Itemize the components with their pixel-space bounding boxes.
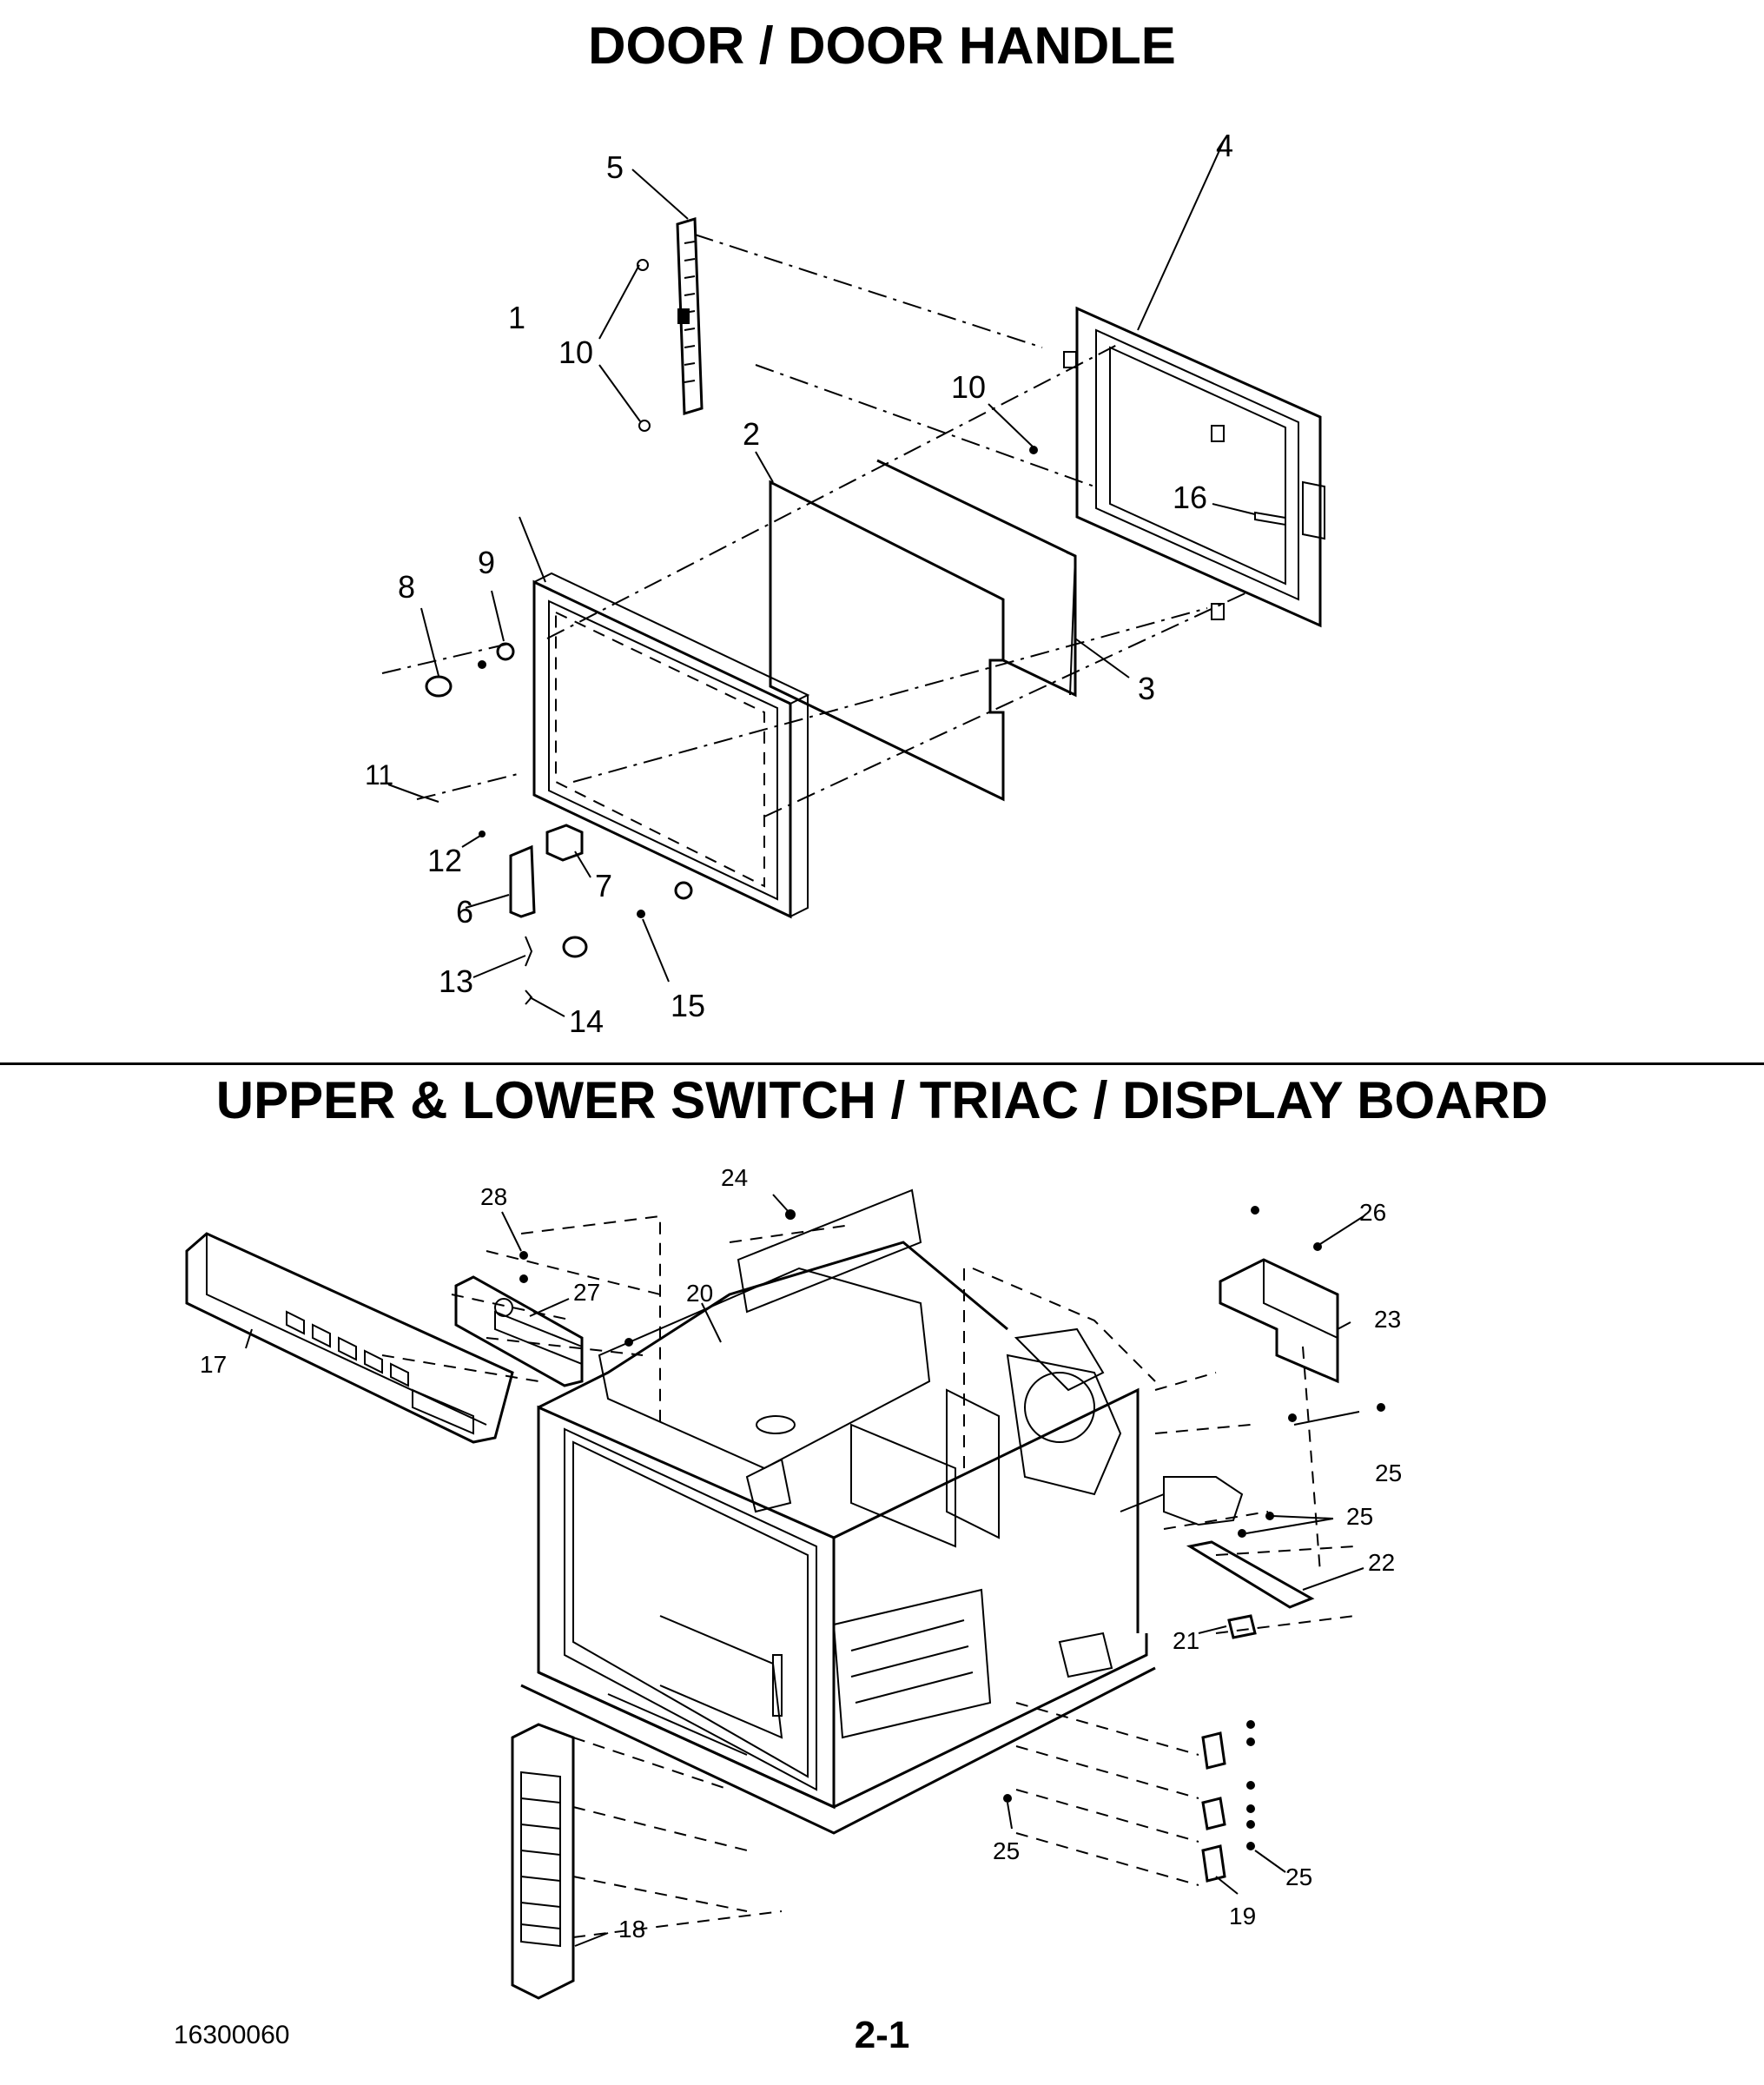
- callout-25a: 25: [1375, 1460, 1402, 1486]
- document-number: 16300060: [174, 2021, 290, 2049]
- door-bushing-top: [425, 675, 453, 698]
- callout-5: 5: [606, 149, 624, 185]
- callout-27: 27: [573, 1279, 600, 1306]
- screw-25a: [1377, 1403, 1385, 1412]
- triac-bracket: [1186, 1540, 1315, 1609]
- door-screw-bottom: [637, 910, 645, 918]
- door-handle: [509, 844, 536, 918]
- callout-12: 12: [427, 843, 462, 878]
- door-callouts: 1 2 3 4 5 6 7 8 9 10 10 11 12 13 14 15 1…: [365, 128, 1233, 1039]
- screw-sw4: [1246, 1804, 1255, 1813]
- screw-sw3: [1246, 1781, 1255, 1790]
- screw-28b: [519, 1274, 528, 1283]
- screw-sw6: [1246, 1842, 1255, 1850]
- callout-21: 21: [1173, 1627, 1199, 1654]
- callout-14: 14: [569, 1003, 604, 1039]
- callout-10a: 10: [558, 334, 593, 370]
- callout-22: 22: [1368, 1549, 1395, 1576]
- callout-26: 26: [1359, 1199, 1386, 1226]
- switch-assembly: [185, 1188, 1385, 2000]
- callout-19: 19: [1229, 1903, 1256, 1929]
- callout-4: 4: [1216, 128, 1233, 163]
- callout-24: 24: [721, 1164, 748, 1191]
- door-hinge-strip: [676, 217, 704, 415]
- display-board-panel: [185, 1232, 514, 1444]
- callout-9: 9: [478, 545, 495, 580]
- screw-26b: [1313, 1242, 1322, 1251]
- screw-sw2: [1246, 1738, 1255, 1746]
- screw-lower: [638, 420, 651, 432]
- callout-25c: 25: [993, 1837, 1020, 1864]
- screw-25c: [1265, 1512, 1274, 1520]
- callout-28: 28: [480, 1183, 507, 1210]
- callout-23: 23: [1374, 1306, 1401, 1333]
- triac: [1227, 1614, 1257, 1639]
- callout-16: 16: [1173, 480, 1207, 515]
- handle-cap: [545, 824, 584, 862]
- display-board-bracket: [454, 1275, 584, 1387]
- screw-dot: [1029, 446, 1038, 454]
- callout-17: 17: [200, 1351, 227, 1378]
- callout-11: 11: [365, 759, 393, 791]
- screw-sw1: [1246, 1720, 1255, 1729]
- door-choke-panel: [876, 459, 1077, 698]
- side-panel: [511, 1723, 575, 2000]
- door-inner-panel: [769, 480, 1005, 802]
- callout-2: 2: [743, 416, 760, 452]
- callout-25b: 25: [1346, 1503, 1373, 1530]
- section-divider: [0, 1062, 1764, 1065]
- callout-7: 7: [595, 868, 612, 904]
- door-assembly: [381, 138, 1325, 1017]
- door-switch-actuator: [1254, 511, 1286, 526]
- screw-28: [519, 1251, 528, 1260]
- callout-20: 20: [686, 1280, 713, 1307]
- door-washer-top: [496, 642, 515, 661]
- handle-pin: [425, 797, 439, 803]
- callout-1: 1: [508, 300, 525, 335]
- screw-25d: [1238, 1529, 1246, 1538]
- interlock-switches: [1201, 1731, 1226, 1883]
- callout-10b: 10: [951, 369, 986, 405]
- screw-sw5: [1246, 1820, 1255, 1829]
- switch-section-title: UPPER & LOWER SWITCH / TRIAC / DISPLAY B…: [215, 1071, 1549, 1129]
- switch-bracket: [1219, 1258, 1339, 1384]
- callout-18: 18: [618, 1916, 645, 1943]
- callout-6: 6: [456, 894, 473, 930]
- callout-3: 3: [1138, 671, 1155, 706]
- door-bushing-bottom: [562, 936, 588, 958]
- callout-8: 8: [398, 569, 415, 605]
- door-washer-bottom: [674, 881, 693, 900]
- switch-callouts: 17 18 19 20 21 22 23 24 25 25 25 25 26 2…: [200, 1164, 1402, 1943]
- callout-15: 15: [671, 988, 705, 1023]
- callout-13: 13: [439, 963, 473, 999]
- callout-25d: 25: [1285, 1863, 1312, 1890]
- screw-26a: [1251, 1206, 1259, 1215]
- door-screw-top: [478, 660, 486, 669]
- handle-spring: [525, 936, 533, 967]
- oven-chassis: [520, 1188, 1244, 1835]
- door-frame: [1063, 306, 1325, 628]
- screw-25b: [1288, 1413, 1297, 1422]
- screw-25e: [1003, 1794, 1012, 1803]
- door-section-title: DOOR / DOOR HANDLE: [588, 17, 1176, 75]
- page-number: 2-1: [854, 2014, 910, 2056]
- door-outer-frame: [532, 572, 810, 919]
- screw-upper: [637, 259, 649, 271]
